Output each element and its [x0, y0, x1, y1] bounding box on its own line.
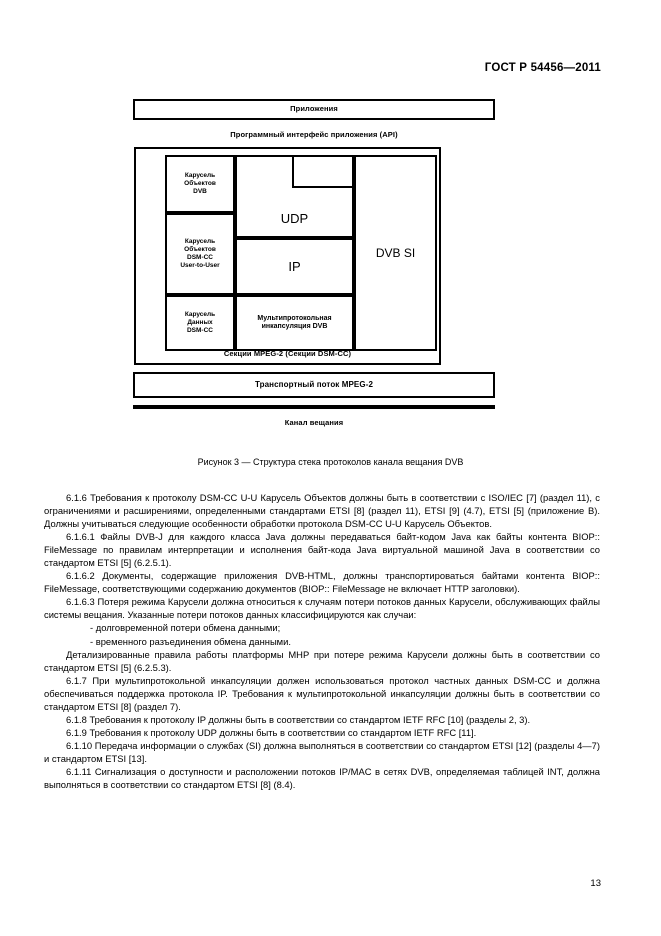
applications-box: Приложения — [133, 99, 495, 120]
broadcast-channel-label: Канал вещания — [284, 418, 344, 427]
protocol-stack-outer-frame: Карусель Объектов DVB Карусель Объектов … — [134, 147, 441, 365]
body-paragraph: 6.1.6.2 Документы, содержащие приложения… — [44, 570, 600, 595]
page-number: 13 — [590, 878, 601, 889]
carousel-data-dsmcc-box: Карусель Данных DSM-CC — [165, 295, 235, 351]
standard-header: ГОСТ Р 54456—2011 — [484, 62, 601, 74]
body-paragraph: 6.1.11 Сигнализация о доступности и расп… — [44, 765, 600, 791]
body-paragraph: - временного разъединения обмена данными… — [90, 635, 291, 647]
figure-caption: Рисунок 3 — Структура стека протоколов к… — [197, 457, 464, 467]
dvb-si-box: DVB SI — [354, 155, 437, 351]
body-paragraph: 6.1.6 Требования к протоколу DSM-CC U-U … — [44, 492, 600, 530]
protocol-stack-figure: Приложения Программный интерфейс приложе… — [133, 99, 495, 427]
multiprotocol-encapsulation-box: Мультипротокольная инкапсуляция DVB — [235, 295, 354, 351]
body-text: 6.1.6 Требования к протоколу DSM-CC U-U … — [44, 491, 600, 791]
mpeg2-sections-label: Секции MPEG-2 (Секции DSM-CC) — [223, 349, 352, 358]
transport-stream-box: Транспортный поток MPEG-2 — [133, 372, 495, 398]
carousel-dvb-box: Карусель Объектов DVB — [165, 155, 235, 213]
body-paragraph: 6.1.6.3 Потеря режима Карусели должна от… — [44, 596, 600, 621]
ip-box: IP — [235, 238, 354, 295]
api-label: Программный интерфейс приложения (API) — [230, 130, 398, 139]
broadcast-channel-rule — [133, 405, 495, 409]
body-paragraph: 6.1.7 При мультипротокольной инкапсуляци… — [44, 674, 600, 712]
body-paragraph: 6.1.8 Требования к протоколу IP должны б… — [66, 713, 531, 725]
body-paragraph: 6.1.9 Требования к протоколу UDP должны … — [66, 726, 477, 738]
body-paragraph: Детализированные правила работы платформ… — [44, 648, 600, 673]
carousel-dsmcc-uu-box: Карусель Объектов DSM-CC User-to-User — [165, 213, 235, 295]
body-paragraph: - долговременной потери обмена данными; — [90, 622, 281, 634]
body-paragraph: 6.1.10 Передача информации о службах (SI… — [44, 739, 600, 764]
body-paragraph: 6.1.6.1 Файлы DVB-J для каждого класса J… — [44, 531, 600, 569]
blank-protocol-box — [292, 155, 354, 188]
